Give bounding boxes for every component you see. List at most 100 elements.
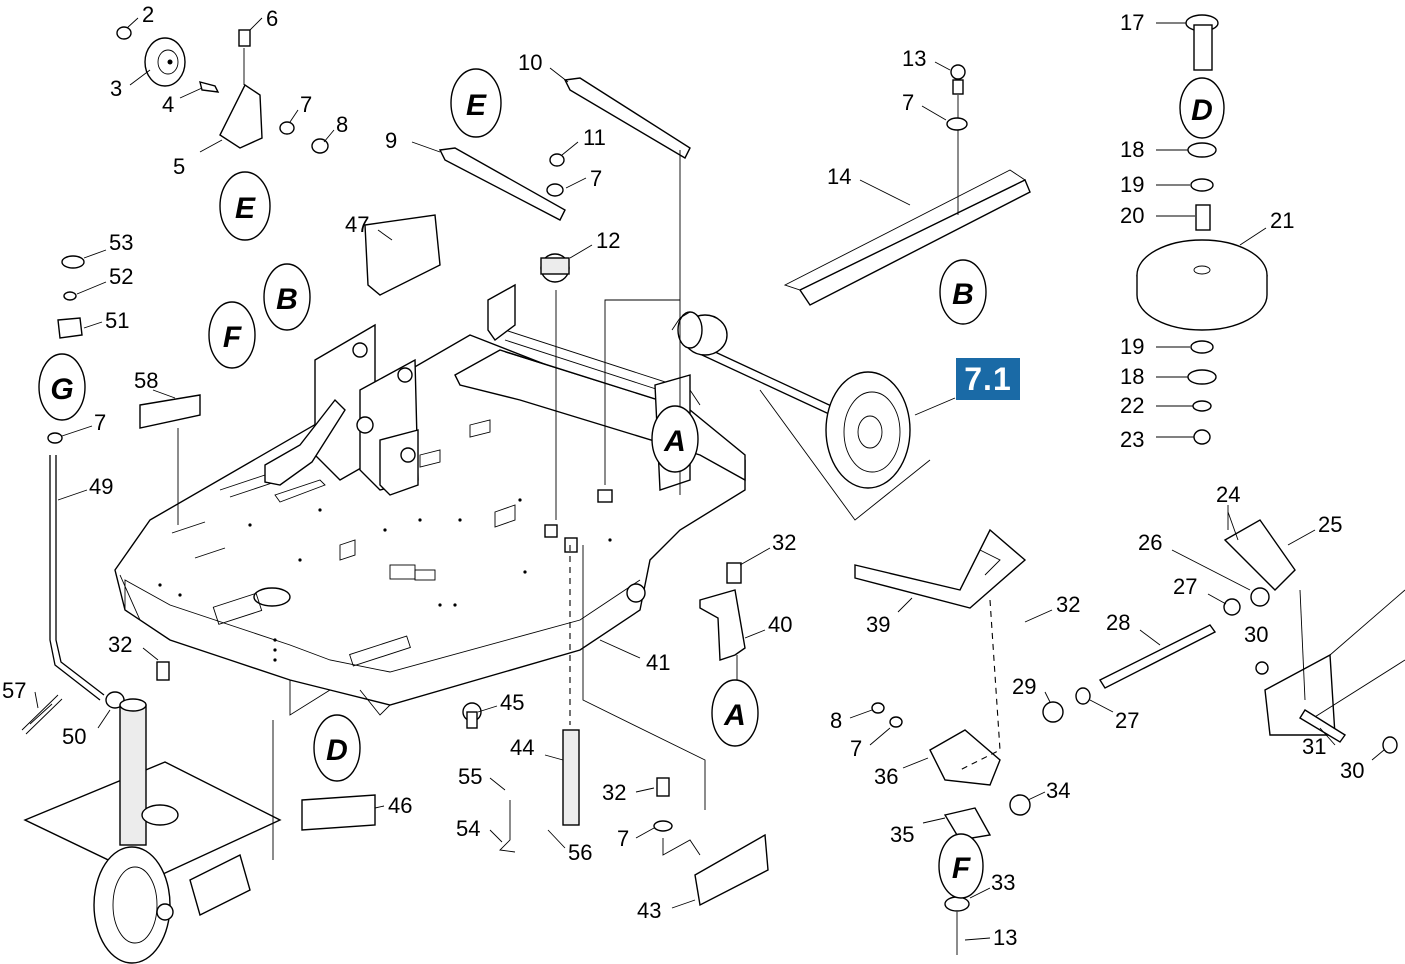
- svg-text:D: D: [326, 734, 348, 767]
- svg-text:A: A: [663, 425, 686, 458]
- callout-14: 14: [827, 164, 851, 189]
- callout-34: 34: [1046, 778, 1070, 803]
- svg-text:D: D: [1191, 94, 1213, 127]
- connector-bubbles: E E D B B F G A: [38, 68, 1225, 899]
- callout-29: 29: [1012, 674, 1036, 699]
- height-adjust-group: [21, 255, 125, 735]
- connector-D-deck: D: [313, 714, 361, 782]
- callout-49: 49: [89, 474, 113, 499]
- callout-53: 53: [109, 230, 133, 255]
- callout-47: 47: [345, 212, 369, 237]
- callout-11: 11: [583, 125, 606, 150]
- callout-54: 54: [456, 816, 480, 841]
- connector-B-brush: B: [939, 259, 987, 325]
- callout-7b: 7: [590, 166, 602, 191]
- callout-18a: 18: [1120, 137, 1144, 162]
- callout-9: 9: [385, 128, 397, 153]
- connector-A-deck: A: [651, 405, 699, 473]
- callout-24: 24: [1216, 482, 1240, 507]
- connector-G: G: [38, 353, 86, 421]
- callout-23: 23: [1120, 427, 1144, 452]
- callout-44: 44: [510, 735, 534, 760]
- svg-text:E: E: [235, 192, 256, 225]
- callout-7d: 7: [94, 410, 106, 435]
- callout-39: 39: [866, 612, 890, 637]
- connector-B-deck: B: [263, 263, 311, 331]
- callout-32c: 32: [108, 632, 132, 657]
- connector-F-deck: F: [208, 301, 256, 369]
- svg-text:B: B: [952, 278, 974, 311]
- callout-10: 10: [518, 50, 542, 75]
- part-58-label-plate: [139, 394, 201, 429]
- callout-17: 17: [1120, 10, 1144, 35]
- callout-32d: 32: [602, 780, 626, 805]
- callout-6: 6: [266, 6, 278, 31]
- callout-27a: 27: [1173, 574, 1197, 599]
- callout-32b: 32: [1056, 592, 1080, 617]
- pedal-linkage-group: [854, 511, 1405, 955]
- callout-45: 45: [500, 690, 524, 715]
- svg-text:B: B: [276, 283, 298, 316]
- callout-numbers: 2 3 4 5 6 7 8 9 10 11 7 12 13 7 14 17 18…: [2, 2, 1385, 950]
- connector-E-bottom: E: [219, 171, 271, 241]
- callout-7e: 7: [617, 826, 629, 851]
- callout-55: 55: [458, 764, 482, 789]
- front-castor-group: [23, 698, 282, 964]
- callout-20: 20: [1120, 203, 1144, 228]
- callout-41: 41: [646, 650, 670, 675]
- callout-40: 40: [768, 612, 792, 637]
- callout-46: 46: [388, 793, 412, 818]
- callout-21: 21: [1270, 208, 1294, 233]
- callout-25: 25: [1318, 512, 1342, 537]
- callout-12: 12: [596, 228, 620, 253]
- callout-32a: 32: [772, 530, 796, 555]
- callout-8b: 8: [830, 708, 842, 733]
- callout-5: 5: [173, 154, 185, 179]
- callout-3: 3: [110, 76, 122, 101]
- lower-center-parts: [301, 545, 769, 907]
- svg-text:E: E: [466, 89, 487, 122]
- callout-26: 26: [1138, 530, 1162, 555]
- callout-51: 51: [105, 308, 129, 333]
- reference-badge-7-1[interactable]: 7.1: [956, 358, 1020, 400]
- callout-58: 58: [134, 368, 158, 393]
- rear-axle-wheel-assembly: [671, 311, 931, 521]
- connector-E-right: D: [1179, 77, 1225, 139]
- callout-56: 56: [568, 840, 592, 865]
- callout-52: 52: [109, 264, 133, 289]
- brush-strip-group: [783, 64, 1031, 306]
- callout-35: 35: [890, 822, 914, 847]
- callout-28: 28: [1106, 610, 1130, 635]
- blade-pulley-stack: [1136, 14, 1268, 445]
- svg-text:F: F: [952, 852, 971, 885]
- callout-7a: 7: [300, 92, 312, 117]
- callout-13a: 13: [902, 46, 926, 71]
- svg-text:G: G: [50, 373, 73, 406]
- callout-22: 22: [1120, 393, 1144, 418]
- callout-7f: 7: [850, 736, 862, 761]
- callout-13b: 13: [993, 925, 1017, 950]
- callout-33: 33: [991, 870, 1015, 895]
- callout-2: 2: [142, 2, 154, 27]
- idler-pulley-group: [116, 26, 329, 154]
- callout-4: 4: [162, 92, 174, 117]
- callout-19a: 19: [1120, 172, 1144, 197]
- callout-8a: 8: [336, 112, 348, 137]
- callout-19b: 19: [1120, 334, 1144, 359]
- svg-text:F: F: [223, 321, 242, 354]
- callout-30b: 30: [1340, 758, 1364, 783]
- callout-50: 50: [62, 724, 86, 749]
- connector-A-lower: A: [711, 679, 759, 747]
- mower-deck-chassis: [114, 283, 746, 716]
- connector-F-pedal: F: [938, 833, 984, 899]
- callout-43: 43: [637, 898, 661, 923]
- callout-18b: 18: [1120, 364, 1144, 389]
- svg-text:A: A: [723, 699, 746, 732]
- callout-31: 31: [1302, 734, 1326, 759]
- callout-27b: 27: [1115, 708, 1139, 733]
- callout-57: 57: [2, 678, 26, 703]
- callout-36: 36: [874, 764, 898, 789]
- upper-brackets-group: [364, 77, 691, 520]
